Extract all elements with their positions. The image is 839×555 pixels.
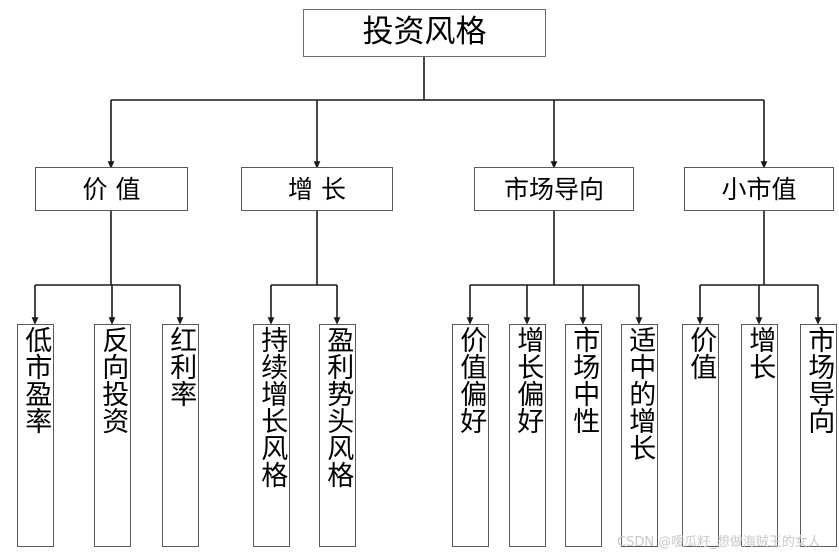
- node-moderate-growth-label: 适中的增长: [624, 326, 656, 461]
- node-earnings-momentum-style[interactable]: 盈利势头风格: [319, 324, 356, 547]
- node-earnings-momentum-style-label: 盈利势头风格: [322, 326, 354, 488]
- node-value[interactable]: 价 值: [35, 167, 188, 211]
- node-small-cap-growth[interactable]: 增长: [741, 324, 778, 547]
- node-value-preference[interactable]: 价值偏好: [452, 324, 489, 547]
- node-root-label: 投资风格: [362, 14, 487, 51]
- node-value-preference-label: 价值偏好: [455, 326, 487, 434]
- node-small-cap-market-oriented[interactable]: 市场导向: [800, 324, 837, 547]
- node-contrarian-investing[interactable]: 反向投资: [94, 324, 131, 547]
- node-sustained-growth-style[interactable]: 持续增长风格: [253, 324, 290, 547]
- node-sustained-growth-style-label: 持续增长风格: [256, 326, 288, 488]
- node-small-cap[interactable]: 小市值: [684, 167, 834, 211]
- node-small-cap-value-label: 价值: [685, 326, 717, 380]
- node-small-cap-value[interactable]: 价值: [682, 324, 719, 547]
- node-market-oriented-label: 市场导向: [503, 174, 604, 204]
- node-growth-preference[interactable]: 增长偏好: [509, 324, 546, 547]
- node-small-cap-growth-label: 增长: [744, 326, 776, 380]
- node-low-pe-label: 低市盈率: [20, 326, 52, 434]
- node-dividend-yield-label: 红利率: [165, 326, 197, 407]
- node-low-pe[interactable]: 低市盈率: [17, 324, 54, 547]
- node-growth[interactable]: 增 长: [241, 167, 393, 211]
- node-value-label: 价 值: [82, 174, 141, 204]
- node-growth-preference-label: 增长偏好: [512, 326, 544, 434]
- csdn-watermark: CSDN @嗳瓜籽_想做海贼王的女人: [617, 535, 821, 550]
- node-small-cap-label: 小市值: [721, 174, 797, 204]
- node-market-oriented[interactable]: 市场导向: [474, 167, 634, 211]
- node-growth-label: 增 长: [288, 174, 346, 204]
- node-dividend-yield[interactable]: 红利率: [162, 324, 199, 547]
- node-market-neutral[interactable]: 市场中性: [565, 324, 602, 547]
- node-root[interactable]: 投资风格: [303, 9, 546, 57]
- node-contrarian-investing-label: 反向投资: [97, 326, 129, 434]
- node-moderate-growth[interactable]: 适中的增长: [621, 324, 658, 547]
- node-small-cap-market-oriented-label: 市场导向: [803, 326, 835, 434]
- node-market-neutral-label: 市场中性: [568, 326, 600, 434]
